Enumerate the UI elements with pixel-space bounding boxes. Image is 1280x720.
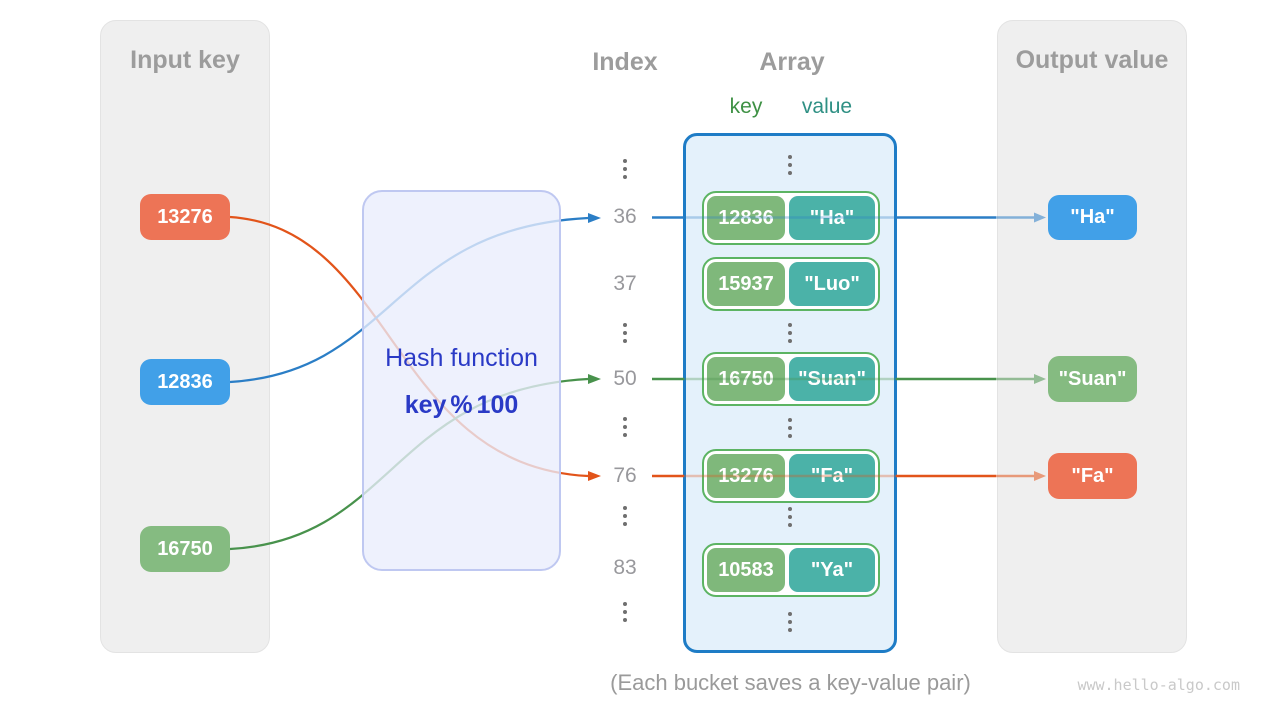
input-key-box: 16750	[140, 526, 230, 572]
ellipsis-dots	[621, 417, 629, 437]
kv-pair: 12836 "Ha"	[702, 191, 880, 245]
index-title: Index	[592, 48, 658, 76]
kv-value-box: "Ya"	[789, 548, 875, 592]
watermark: www.hello-algo.com	[1077, 676, 1240, 694]
hash-formula: key % 100	[404, 391, 519, 419]
array-title: Array	[759, 48, 825, 76]
kv-pair: 15937 "Luo"	[702, 257, 880, 311]
ellipsis-dots	[621, 602, 629, 622]
kv-value-box: "Luo"	[789, 262, 875, 306]
kv-pair: 13276 "Fa"	[702, 449, 880, 503]
input-key-title: Input key	[130, 46, 240, 74]
index-value: 83	[613, 556, 637, 579]
kv-pair: 16750 "Suan"	[702, 352, 880, 406]
ellipsis-dots	[786, 612, 794, 632]
kv-key-box: 15937	[707, 262, 785, 306]
ellipsis-dots	[786, 323, 794, 343]
index-value: 50	[613, 367, 637, 390]
kv-key-box: 13276	[707, 454, 785, 498]
kv-key-box: 16750	[707, 357, 785, 401]
output-value-title: Output value	[1015, 46, 1169, 74]
ellipsis-dots	[621, 506, 629, 526]
kv-pair: 10583 "Ya"	[702, 543, 880, 597]
ellipsis-dots	[621, 323, 629, 343]
output-value-panel	[997, 20, 1187, 653]
index-value: 36	[613, 205, 637, 228]
index-value: 76	[613, 464, 637, 487]
kv-key-box: 10583	[707, 548, 785, 592]
caption: (Each bucket saves a key-value pair)	[610, 670, 971, 695]
hash-function-label: Hash function	[385, 344, 538, 372]
kv-value-box: "Suan"	[789, 357, 875, 401]
kv-key-box: 12836	[707, 196, 785, 240]
kv-value-box: "Fa"	[789, 454, 875, 498]
ellipsis-dots	[786, 418, 794, 438]
index-value: 37	[613, 272, 637, 295]
kv-value-box: "Ha"	[789, 196, 875, 240]
ellipsis-dots	[786, 507, 794, 527]
input-key-box: 12836	[140, 359, 230, 405]
output-value-box: "Suan"	[1048, 356, 1137, 402]
output-value-box: "Ha"	[1048, 195, 1137, 240]
hash-function-box	[362, 190, 561, 571]
value-column-label: value	[801, 95, 853, 118]
output-value-box: "Fa"	[1048, 453, 1137, 499]
key-column-label: key	[729, 95, 763, 118]
ellipsis-dots	[786, 155, 794, 175]
ellipsis-dots	[621, 159, 629, 179]
input-key-box: 13276	[140, 194, 230, 240]
